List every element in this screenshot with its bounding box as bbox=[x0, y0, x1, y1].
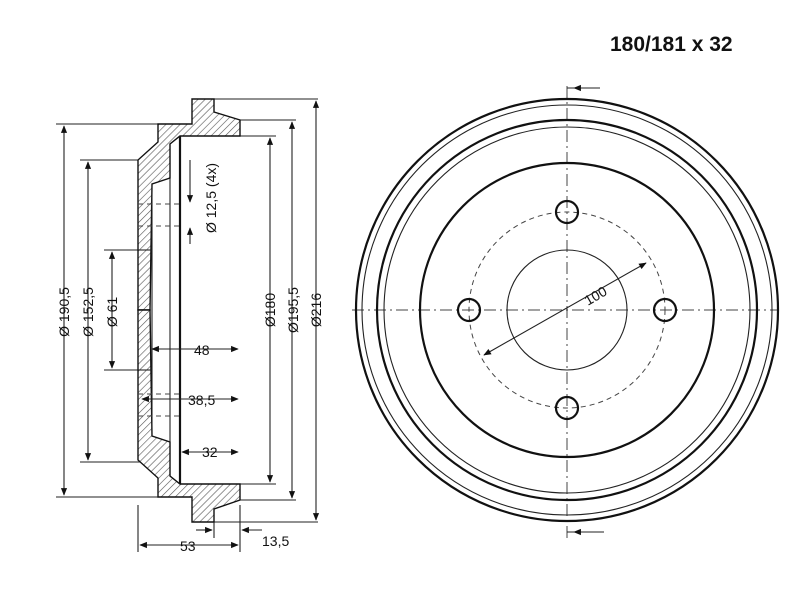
label-d-152-5: Ø 152,5 bbox=[80, 287, 96, 337]
bolt-circle bbox=[468, 211, 666, 409]
drum-edge-inner-circle bbox=[383, 126, 751, 494]
label-d-216: Ø216 bbox=[308, 293, 324, 327]
label-d-195-5: Ø195,5 bbox=[285, 287, 301, 333]
bolt-circle-dim-line bbox=[483, 262, 647, 356]
drum-section-lower bbox=[137, 309, 241, 523]
label-depth-38-5: 38,5 bbox=[188, 392, 215, 408]
bolt-hole-top bbox=[554, 199, 580, 225]
label-depth-32: 32 bbox=[202, 444, 218, 460]
label-width-53: 53 bbox=[180, 538, 196, 554]
label-d-180: Ø180 bbox=[262, 293, 278, 327]
outer-rim-inner-circle bbox=[361, 104, 773, 516]
drum-section-upper bbox=[137, 98, 241, 311]
label-hole: Ø 12,5 (4x) bbox=[203, 163, 219, 233]
label-width-13-5: 13,5 bbox=[262, 533, 289, 549]
outer-rim-circle bbox=[354, 97, 780, 523]
label-d-190-5: Ø 190,5 bbox=[56, 287, 72, 337]
bolt-hole-bottom bbox=[554, 395, 580, 421]
bolt-hole-left bbox=[456, 297, 482, 323]
part-size-title: 180/181 x 32 bbox=[610, 33, 733, 56]
label-bolt-circle: 100 bbox=[581, 283, 609, 309]
drum-edge-circle bbox=[375, 118, 759, 502]
front-view: 100 bbox=[352, 84, 780, 540]
bolt-hole-right bbox=[652, 297, 678, 323]
side-section-view: Ø 190,5 Ø 152,5 Ø 61 Ø 12,5 (4x) Ø180 Ø1… bbox=[56, 98, 324, 554]
hub-circle bbox=[418, 161, 716, 459]
label-d-61: Ø 61 bbox=[104, 297, 120, 328]
label-depth-48: 48 bbox=[194, 342, 210, 358]
